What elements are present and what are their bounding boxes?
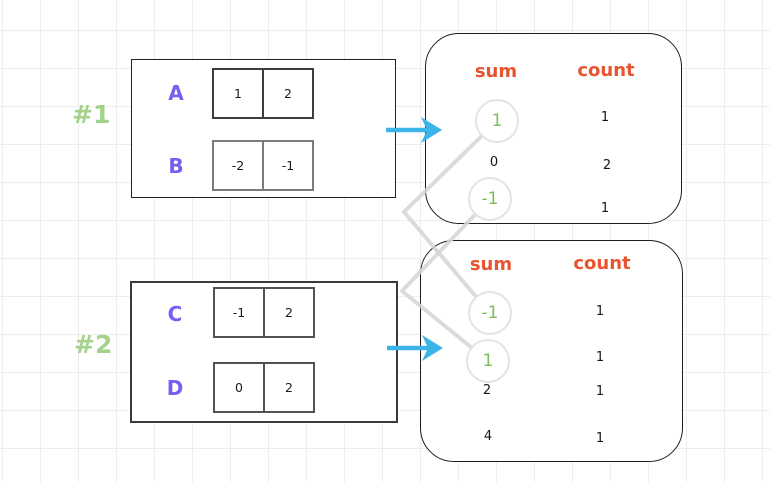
group1-sum-row1: 0 [489,155,499,170]
group1-sum-header: sum [474,61,518,82]
array-b-name: B [168,154,184,178]
group1-count-row1: 2 [602,158,612,173]
array-a-name: A [168,81,184,105]
array-d-name: D [166,376,184,400]
group2-count-row2: 1 [595,384,605,399]
group2-sum-row3: 4 [483,429,493,444]
array-b-cell-0: -2 [212,140,264,191]
group1-sum-row2-highlighted: -1 [481,189,499,209]
array-c-cell-0: -1 [213,287,265,338]
array-b-cells: -2 -1 [212,140,314,191]
array-d-cell-0: 0 [213,362,265,413]
group2-count-row3: 1 [595,431,605,446]
group2-sum-row0-highlighted: -1 [481,303,499,323]
group2-sum-header: sum [469,254,513,275]
array-c-cells: -1 2 [213,287,315,338]
array-d-cell-1: 2 [265,362,315,413]
array-a-cell-0: 1 [212,68,264,119]
group2-label: #2 [74,330,113,359]
group1-count-row0: 1 [600,110,610,125]
group2-sum-row2: 2 [482,383,492,398]
array-c-name: C [167,302,183,326]
group1-label: #1 [72,100,111,129]
group1-count-row2: 1 [600,201,610,216]
group2-count-row0: 1 [595,304,605,319]
group2-sum-row1-highlighted: 1 [482,351,494,371]
group1-count-header: count [577,60,635,81]
array-d-cells: 0 2 [213,362,315,413]
group2-count-row1: 1 [595,350,605,365]
array-b-cell-1: -1 [264,140,314,191]
array-c-cell-1: 2 [265,287,315,338]
array-a-cells: 1 2 [212,68,314,119]
group2-count-header: count [573,253,631,274]
array-a-cell-1: 2 [264,68,314,119]
group1-sum-row0-highlighted: 1 [491,111,503,131]
